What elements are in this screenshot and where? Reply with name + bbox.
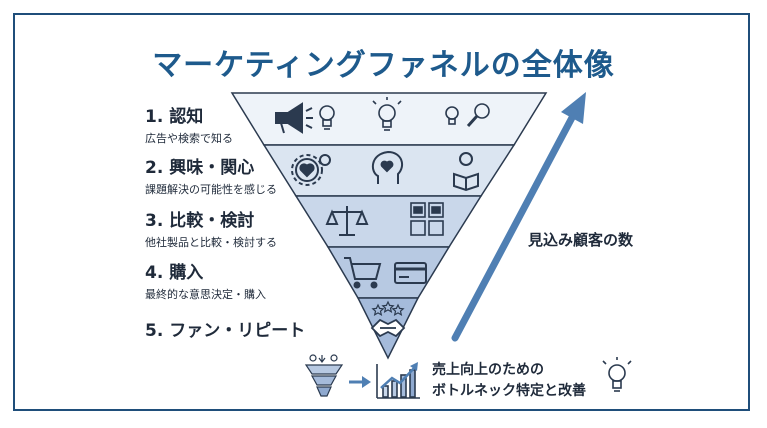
stage-5-title: 5. ファン・リピート	[145, 321, 306, 341]
stage-1-label: 1. 認知 広告や検索で知る	[145, 102, 233, 146]
stage-2-title: 2. 興味・関心	[145, 158, 255, 178]
bottom-caption: 売上向上のための ボトルネック特定と改善	[432, 360, 586, 402]
stage-3-subtitle: 他社製品と比較・検討する	[145, 236, 277, 249]
gear-heart-icon	[291, 154, 331, 186]
stage-1-subtitle: 広告や検索で知る	[145, 132, 233, 145]
right-arrow-icon	[349, 376, 371, 388]
credit-card-icon	[394, 262, 427, 284]
funnel-layer-3	[294, 195, 483, 248]
growth-chart-icon	[376, 362, 420, 399]
lightbulb-icon	[602, 357, 632, 392]
lightbulb-magnifier-icon	[445, 103, 490, 128]
stage-5-label: 5. ファン・リピート	[145, 316, 305, 341]
stage-4-label: 4. 購入 最終的な意思決定・購入	[145, 258, 266, 302]
arrow-label: 見込み顧客の数	[528, 231, 634, 249]
stage-2-subtitle: 課題解決の可能性を感じる	[145, 183, 277, 196]
stage-4-subtitle: 最終的な意思決定・購入	[145, 288, 266, 301]
bottom-caption-line1: 売上向上のための	[432, 362, 544, 378]
prospect-count-arrow	[451, 108, 579, 342]
person-reading-icon	[453, 152, 479, 192]
stage-3-title: 3. 比較・検討	[145, 211, 255, 231]
megaphone-icon	[275, 102, 313, 134]
stage-1-title: 1. 認知	[145, 107, 204, 127]
scale-icon	[325, 206, 369, 236]
shopping-cart-icon	[344, 257, 382, 289]
stage-3-label: 3. 比較・検討 他社製品と比較・検討する	[145, 206, 277, 250]
product-comparison-icon	[410, 202, 444, 236]
stage-4-title: 4. 購入	[145, 263, 204, 283]
handshake-icon	[370, 318, 406, 338]
lightbulb-icon	[372, 97, 402, 131]
stage-2-label: 2. 興味・関心 課題解決の可能性を感じる	[145, 153, 277, 197]
head-heart-icon	[371, 150, 404, 184]
prospect-count-arrowhead	[561, 92, 586, 124]
stars-icon	[371, 300, 405, 316]
outer-frame	[13, 13, 750, 411]
funnel-layer-4	[326, 246, 451, 299]
mini-funnel-icon	[304, 354, 344, 397]
lightbulb-icon	[319, 105, 335, 130]
page-title: マーケティングファネルの全体像	[152, 48, 615, 83]
bottom-caption-line2: ボトルネック特定と改善	[432, 383, 586, 399]
